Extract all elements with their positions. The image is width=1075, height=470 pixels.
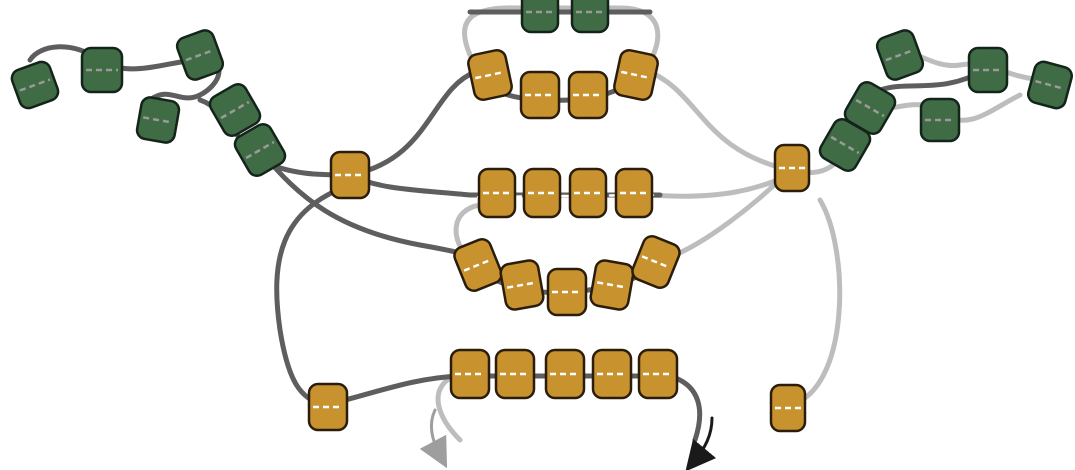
- light-thread-bottom-exit: [435, 372, 463, 443]
- dark-thread-middle-left-drop: [274, 182, 353, 408]
- bead-group-middle-gold-arc: [453, 235, 681, 317]
- bead-group-top-gold-arc: [467, 48, 659, 120]
- bead-layer: [10, 0, 1074, 433]
- dark-thread-bottom-exit: [667, 373, 703, 443]
- bead-thread-dash: [597, 281, 627, 289]
- green-bead-top-green-pair-1: [520, 0, 560, 34]
- bead-thread-dash: [245, 140, 275, 160]
- bead-group-top-green-pair: [520, 0, 610, 34]
- dark-thread-top-to-left: [347, 69, 478, 178]
- bead-group-right-green-cluster: [818, 29, 1074, 173]
- bead-thread-dash: [855, 98, 885, 118]
- bead-thread-dash: [475, 70, 505, 80]
- light-thread-right-drop: [787, 197, 843, 408]
- bead-group-right-single-gold: [769, 143, 811, 433]
- bead-group-left-green-cluster: [10, 29, 287, 178]
- bead-thread-dash: [185, 48, 215, 62]
- bead-thread-dash: [143, 116, 173, 124]
- exit-arrow-light: [419, 408, 448, 469]
- bead-thread-dash: [830, 135, 860, 155]
- light-thread-right-upper: [642, 67, 853, 176]
- bead-thread-dash: [463, 258, 493, 272]
- bead-group-bottom-gold-row: [449, 348, 679, 400]
- bead-thread-dash: [220, 100, 250, 120]
- light-thread-top-loop: [462, 5, 661, 73]
- bead-thread-dash: [19, 78, 51, 92]
- bead-group-middle-gold-row: [477, 167, 654, 219]
- bead-thread-dash: [641, 255, 671, 269]
- green-bead-top-green-pair-2: [570, 0, 610, 34]
- exit-arrows: [419, 408, 717, 470]
- bead-thread-dash: [621, 70, 651, 80]
- bead-thread-dash: [885, 48, 915, 62]
- bead-thread-dash: [507, 281, 537, 289]
- bead-thread-dash: [1035, 79, 1065, 91]
- bead-group-left-single-gold: [307, 150, 371, 432]
- exit-arrow-dark: [685, 416, 717, 470]
